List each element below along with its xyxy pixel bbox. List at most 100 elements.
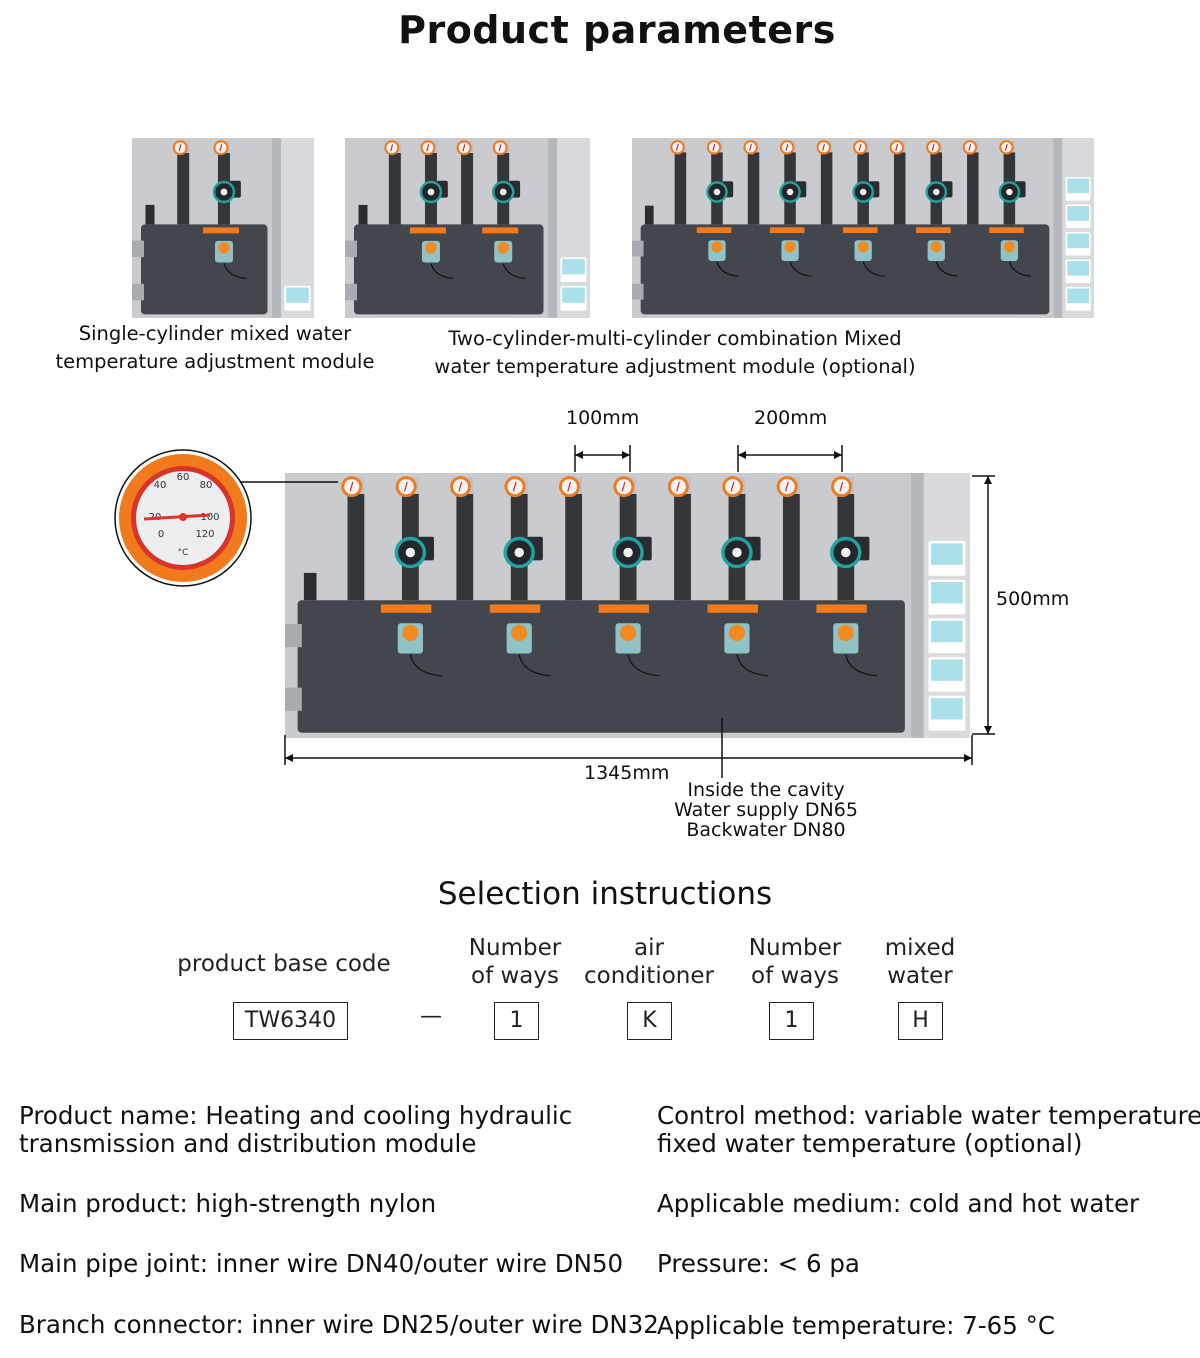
gauge-unit: °C	[178, 548, 189, 558]
dimension-width: 1345mm	[584, 762, 670, 784]
pump-cap	[933, 188, 940, 196]
branch-pipe	[388, 153, 401, 225]
base-code-label: product base code	[177, 951, 391, 977]
gauge-tick-label: 100	[200, 512, 219, 523]
actuator-cable	[716, 261, 739, 277]
dimension-200mm: 200mm	[754, 407, 828, 429]
branch-pipe	[820, 152, 833, 225]
warning-label	[489, 604, 541, 613]
pump-cap	[220, 188, 228, 196]
gauge-needle	[785, 143, 789, 151]
dimension-lines	[284, 445, 995, 778]
thermostat-lcd	[931, 698, 963, 720]
spec-product-name: Product name: Heating and cooling hydrau…	[19, 1102, 572, 1158]
arrowhead	[285, 754, 293, 762]
field-air-conditioner-label: air conditioner	[575, 934, 723, 990]
spec-main-product: Main product: high-strength nylon	[19, 1189, 437, 1218]
manifold-body	[354, 224, 544, 315]
gauge-needle	[462, 144, 466, 152]
multi-module-caption: Two-cylinder-multi-cylinder combination …	[420, 325, 930, 381]
gauge-tick-label: 0	[158, 529, 164, 540]
base-code-box: TW6340	[233, 1002, 348, 1040]
gauge-needle	[143, 513, 211, 521]
air-vent	[644, 205, 654, 225]
thermostat-lcd	[931, 543, 963, 565]
pump-cap	[405, 547, 416, 558]
arrowhead	[964, 754, 972, 762]
field-number-of-ways-1-code: 1	[494, 1002, 539, 1040]
gauge-needle	[675, 143, 679, 151]
actuator-knob	[402, 624, 419, 641]
branch-pipe	[674, 152, 687, 225]
branch-pipe	[565, 494, 583, 601]
gauge-needle	[730, 481, 735, 492]
arrowhead	[984, 476, 992, 484]
manifold-body	[297, 600, 905, 733]
field-label-line2: water	[887, 963, 953, 989]
actuator-knob	[857, 241, 869, 253]
gauge-needle	[219, 144, 223, 152]
arrowhead	[984, 726, 992, 734]
thermostat-lcd	[1067, 260, 1090, 276]
pump-cap	[499, 188, 507, 196]
arrowhead	[622, 451, 630, 459]
main-pipe-connector-supply	[132, 240, 144, 258]
detail-drawing: 020406080100120°C	[114, 445, 995, 778]
page-title: Product parameters	[398, 8, 836, 52]
code-separator: —	[420, 1004, 442, 1029]
gauge-tick-label: 60	[177, 472, 190, 483]
pump-cap	[623, 547, 633, 558]
warning-label	[707, 604, 758, 613]
dimension-height: 500mm	[996, 588, 1070, 610]
gauge-tick-label: 80	[200, 480, 213, 491]
cavity-note-line2: Water supply DN65	[674, 799, 858, 821]
gauge-needle	[785, 481, 789, 492]
dimension-100mm: 100mm	[566, 407, 640, 429]
actuator-knob	[1003, 241, 1015, 253]
branch-pipe	[674, 494, 691, 601]
gauge-needle	[839, 481, 844, 492]
din-rail	[1053, 138, 1063, 318]
branch-pipe	[893, 152, 906, 225]
multi-module-caption-line2: water temperature adjustment module (opt…	[434, 355, 916, 378]
actuator-knob	[784, 241, 796, 253]
warning-label	[202, 227, 239, 234]
actuator-cable	[1008, 261, 1032, 277]
five-cylinder-module-image	[632, 138, 1094, 318]
main-pipe-connector-return	[132, 283, 144, 301]
five-way-module-detail-image	[285, 473, 970, 738]
warning-label	[916, 227, 951, 234]
main-pipe-connector-return	[345, 283, 357, 301]
warning-label	[989, 227, 1024, 234]
field-number-of-ways-1-label: Number of ways	[455, 934, 575, 990]
field-label-line2: conditioner	[584, 963, 714, 989]
manifold-body	[640, 224, 1050, 315]
din-rail	[548, 138, 557, 318]
single-module-caption-line1: Single-cylinder mixed water	[78, 322, 352, 345]
field-mixed-water-code: H	[898, 1002, 943, 1040]
actuator-cable	[223, 263, 247, 279]
field-mixed-water-label: mixed water	[870, 934, 970, 990]
spec-applicable-medium: Applicable medium: cold and hot water	[657, 1189, 1140, 1218]
branch-pipe	[177, 153, 190, 225]
gauge-needle	[858, 143, 862, 151]
thermostat-lcd	[931, 620, 963, 643]
air-vent	[358, 204, 368, 225]
gauge-needle-hub	[179, 513, 187, 521]
branch-pipe	[461, 153, 474, 225]
actuator-knob	[711, 241, 723, 253]
warning-label	[816, 604, 867, 613]
warning-label	[696, 227, 732, 234]
branch-pipe	[456, 494, 474, 601]
field-label-line1: Number	[748, 935, 842, 961]
branch-pipe	[967, 152, 979, 225]
actuator-knob	[511, 624, 528, 641]
pump-cap	[713, 188, 721, 196]
pump-cap	[1006, 188, 1013, 196]
pump-cap	[841, 547, 851, 558]
actuator-cable	[862, 261, 885, 277]
spec-main-pipe-joint: Main pipe joint: inner wire DN40/outer w…	[19, 1249, 624, 1278]
actuator-cable	[935, 261, 958, 277]
warning-label	[769, 227, 805, 234]
thermometer-gauge-callout: 020406080100120°C	[114, 449, 338, 587]
